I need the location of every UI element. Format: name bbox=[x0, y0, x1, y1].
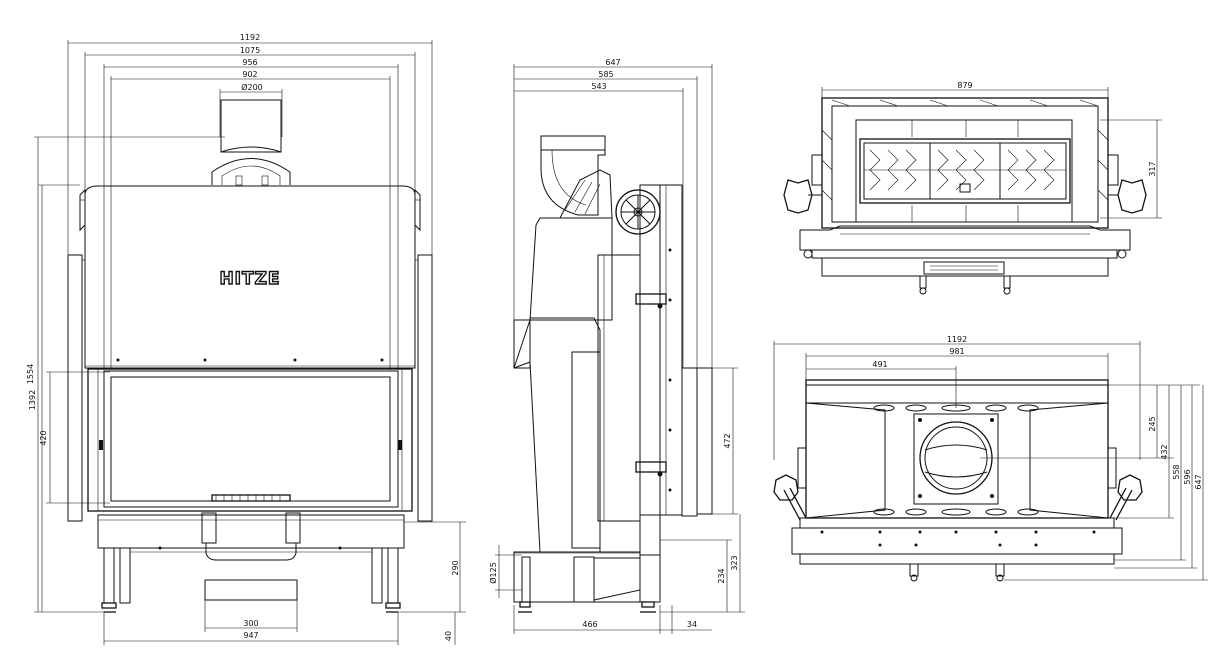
base-frame bbox=[97, 512, 405, 613]
upper-casing: HITZE bbox=[67, 185, 433, 522]
dim-947: 947 bbox=[243, 631, 258, 640]
dim-647-plan: 647 bbox=[1194, 474, 1203, 489]
grate bbox=[859, 138, 1071, 204]
dim-air-intake: Ø125 bbox=[488, 562, 498, 584]
dim-323: 323 bbox=[730, 555, 739, 570]
fan-wheel bbox=[615, 189, 661, 235]
right-hex-knob bbox=[1117, 179, 1147, 214]
dim-647-side: 647 bbox=[605, 58, 620, 67]
dim-902: 902 bbox=[242, 70, 257, 79]
right-knob-plan bbox=[1117, 474, 1143, 501]
dim-290: 290 bbox=[451, 560, 460, 575]
dim-585: 585 bbox=[598, 70, 613, 79]
dim-40: 40 bbox=[444, 631, 453, 641]
dim-245: 245 bbox=[1148, 416, 1157, 431]
side-body bbox=[513, 184, 713, 556]
dim-432: 432 bbox=[1160, 444, 1169, 459]
dim-596: 596 bbox=[1183, 469, 1192, 484]
side-top-dimensions: 647 585 543 bbox=[513, 58, 713, 368]
dim-1075: 1075 bbox=[240, 46, 260, 55]
side-dimensions-right: 472 323 234 bbox=[660, 367, 745, 613]
dim-543: 543 bbox=[591, 82, 606, 91]
dim-34: 34 bbox=[687, 620, 697, 629]
front-view: 1192 1075 956 902 Ø200 1554 bbox=[26, 33, 466, 645]
dim-420: 420 bbox=[39, 430, 48, 445]
dim-flue-diameter: Ø200 bbox=[241, 82, 263, 92]
plan-view: 1192 981 491 bbox=[773, 335, 1208, 582]
dim-1192-front: 1192 bbox=[240, 33, 260, 42]
front-bottom-dimensions: 300 947 bbox=[103, 600, 399, 645]
front-right-dimensions: 290 40 bbox=[398, 521, 466, 645]
flue-elbow bbox=[540, 135, 613, 219]
dim-466: 466 bbox=[582, 620, 597, 629]
dim-981: 981 bbox=[949, 347, 964, 356]
dim-472: 472 bbox=[723, 433, 732, 448]
top-view: 879 bbox=[783, 81, 1162, 295]
flue-ring-plan bbox=[913, 413, 999, 505]
front-left-dimensions: 1554 1392 420 bbox=[26, 136, 225, 613]
dim-558: 558 bbox=[1172, 464, 1181, 479]
dim-491: 491 bbox=[872, 360, 887, 369]
side-dimensions-bottom: 466 34 bbox=[513, 605, 712, 634]
flue-collar bbox=[211, 99, 291, 186]
front-top-dimensions: 1192 1075 956 902 Ø200 bbox=[67, 33, 433, 370]
dim-300: 300 bbox=[243, 619, 258, 628]
side-base bbox=[513, 514, 661, 613]
glass-door bbox=[87, 368, 413, 512]
dim-879: 879 bbox=[957, 81, 972, 90]
dim-956: 956 bbox=[242, 58, 257, 67]
brand-logo: HITZE bbox=[219, 269, 280, 289]
dim-317: 317 bbox=[1148, 161, 1157, 176]
dim-234: 234 bbox=[717, 568, 726, 583]
plan-right-dimensions: 245 432 558 596 647 bbox=[956, 384, 1208, 581]
dim-1554: 1554 bbox=[26, 364, 35, 384]
side-view: 647 585 543 bbox=[488, 58, 745, 634]
side-dimensions-left: Ø125 bbox=[488, 545, 522, 598]
left-hex-knob bbox=[783, 179, 813, 214]
dim-1392: 1392 bbox=[28, 390, 37, 410]
dim-1192-plan: 1192 bbox=[947, 335, 967, 344]
